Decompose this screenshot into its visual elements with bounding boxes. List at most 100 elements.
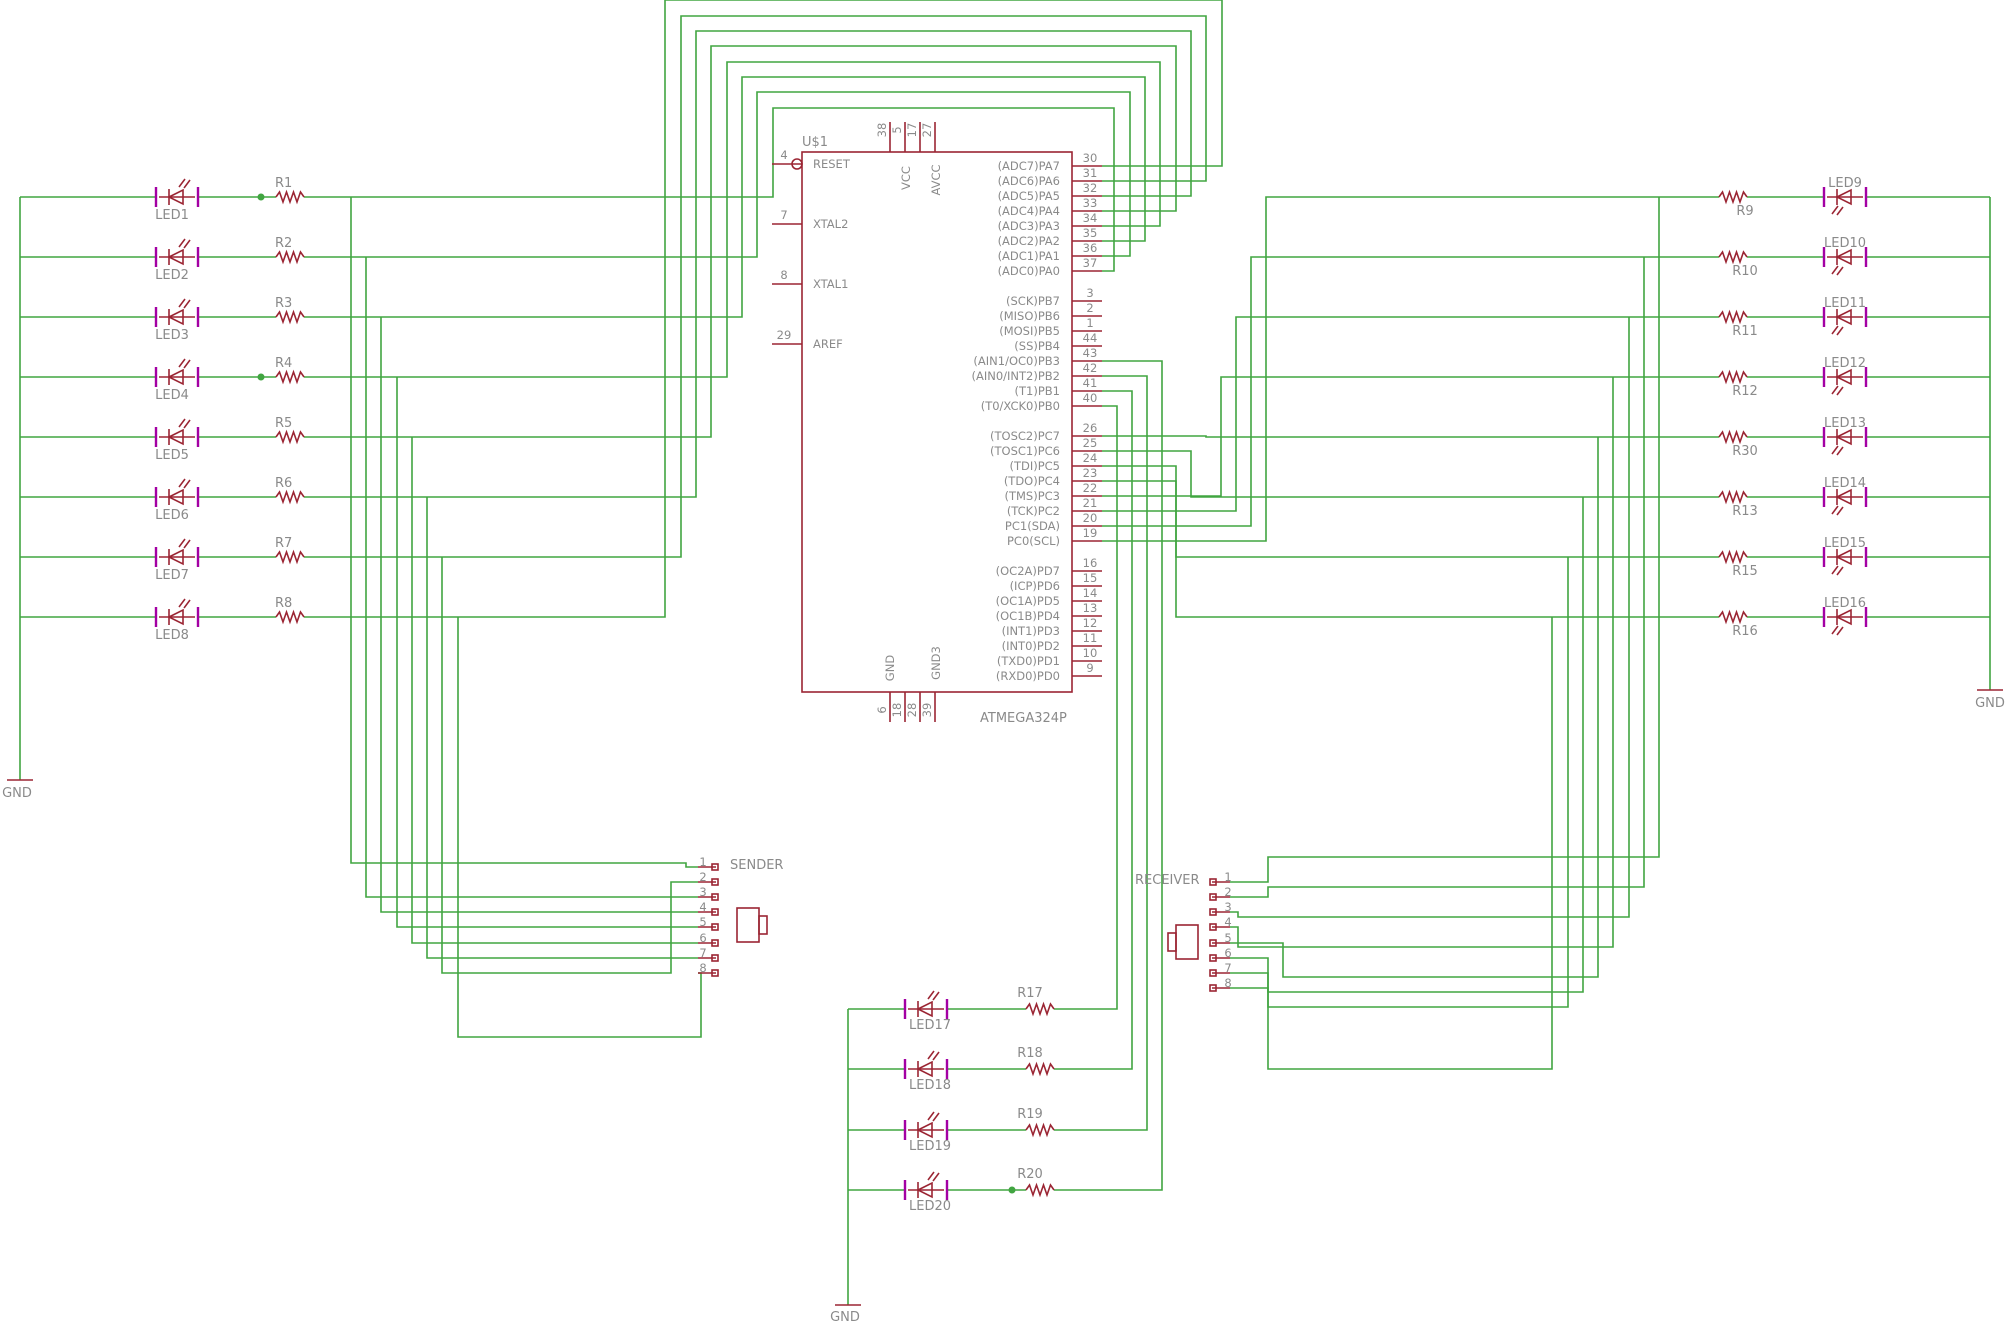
led-diode xyxy=(1835,608,1852,626)
wire xyxy=(1230,377,1614,948)
label-text: R3 xyxy=(275,296,292,311)
led-diode xyxy=(167,188,184,206)
wire xyxy=(304,15,1207,558)
led-emission xyxy=(932,1051,940,1061)
label-text: SENDER xyxy=(730,858,783,873)
label-text: 41 xyxy=(1083,376,1098,390)
label-text: R11 xyxy=(1732,324,1758,339)
label-text: 25 xyxy=(1083,436,1098,450)
label-text: 38 xyxy=(875,123,889,138)
led-emission xyxy=(1831,385,1839,395)
connector-pad xyxy=(1209,878,1217,886)
label-text: 24 xyxy=(1083,451,1098,465)
label-text: (ADC0)PA0 xyxy=(998,264,1060,278)
led-emission xyxy=(183,419,191,429)
connector-pad xyxy=(1209,984,1217,992)
label-text: LED5 xyxy=(155,448,189,463)
label-text: R6 xyxy=(275,476,292,491)
resistor-zigzag xyxy=(1718,369,1748,385)
connector-pad xyxy=(711,878,719,886)
label-text: (TDO)PC4 xyxy=(1004,474,1060,488)
label-text: LED19 xyxy=(909,1139,951,1154)
led-diode xyxy=(916,1060,933,1078)
label-text: 5 xyxy=(699,915,706,929)
rj45-tab xyxy=(758,915,768,935)
led-emission xyxy=(1836,386,1844,396)
label-text: R12 xyxy=(1732,384,1758,399)
label-text: 2 xyxy=(1086,301,1093,315)
led-emission xyxy=(1831,505,1839,515)
label-text: (TDI)PC5 xyxy=(1009,459,1060,473)
label-text: (TMS)PC3 xyxy=(1004,489,1060,503)
label-text: 10 xyxy=(1083,646,1098,660)
label-text: LED2 xyxy=(155,268,189,283)
label-text: R7 xyxy=(275,536,292,551)
label-text: XTAL2 xyxy=(813,217,848,231)
wire xyxy=(304,45,1177,438)
label-text: R5 xyxy=(275,416,292,431)
label-text: 44 xyxy=(1083,331,1098,345)
label-text: AREF xyxy=(813,337,843,351)
label-text: 28 xyxy=(905,703,919,718)
connector-pad xyxy=(711,863,719,871)
led-emission xyxy=(1831,565,1839,575)
wire xyxy=(304,76,1146,318)
label-text: LED16 xyxy=(1824,596,1866,611)
resistor-zigzag xyxy=(1025,1061,1055,1077)
resistor-zigzag xyxy=(1718,609,1748,625)
wire xyxy=(1102,480,1719,618)
label-text: 8 xyxy=(780,268,787,282)
led-emission xyxy=(183,239,191,249)
wire xyxy=(1230,257,1645,898)
led-diode xyxy=(167,428,184,446)
label-text: 1 xyxy=(1086,316,1093,330)
label-text: (SCK)PB7 xyxy=(1006,294,1060,308)
wire xyxy=(1230,437,1599,978)
wire xyxy=(1054,360,1163,1191)
label-text: 17 xyxy=(905,123,919,138)
label-text: R10 xyxy=(1732,264,1758,279)
label-text: 18 xyxy=(890,703,904,718)
label-text: 30 xyxy=(1083,151,1098,165)
label-text: 29 xyxy=(777,328,792,342)
label-text: LED8 xyxy=(155,628,189,643)
led-diode xyxy=(167,548,184,566)
label-text: 3 xyxy=(699,885,706,899)
wire xyxy=(1102,196,1719,542)
label-text: 7 xyxy=(699,946,706,960)
led-diode xyxy=(167,368,184,386)
connector-pad xyxy=(1209,969,1217,977)
led-emission xyxy=(927,1050,935,1060)
led-emission xyxy=(178,178,186,188)
wire xyxy=(1230,617,1553,1070)
reset-bubble xyxy=(791,158,803,170)
connector-pad xyxy=(1209,954,1217,962)
wire xyxy=(411,437,698,944)
label-text: (T1)PB1 xyxy=(1015,384,1060,398)
led-emission xyxy=(178,418,186,428)
label-text: R18 xyxy=(1017,1046,1043,1061)
label-text: LED14 xyxy=(1824,476,1866,491)
junction-dot xyxy=(1008,1186,1016,1194)
led-diode xyxy=(1835,188,1852,206)
label-text: 34 xyxy=(1083,211,1098,225)
label-text: 26 xyxy=(1083,421,1098,435)
label-text: 6 xyxy=(875,706,889,713)
resistor-zigzag xyxy=(1718,429,1748,445)
resistor-zigzag xyxy=(1025,1182,1055,1198)
wire xyxy=(1102,450,1719,498)
label-text: (AIN1/OC0)PB3 xyxy=(973,354,1060,368)
label-text: R2 xyxy=(275,236,292,251)
led-diode xyxy=(1835,488,1852,506)
label-text: 4 xyxy=(780,148,787,162)
label-text: 20 xyxy=(1083,511,1098,525)
resistor-zigzag xyxy=(1718,309,1748,325)
label-text: (TCK)PC2 xyxy=(1007,504,1060,518)
led-emission xyxy=(1836,266,1844,276)
wire xyxy=(365,257,698,898)
wire xyxy=(304,0,1223,618)
label-text: LED7 xyxy=(155,568,189,583)
label-text: (OC1B)PD4 xyxy=(996,609,1060,623)
led-diode xyxy=(916,1121,933,1139)
led-emission xyxy=(932,1112,940,1122)
